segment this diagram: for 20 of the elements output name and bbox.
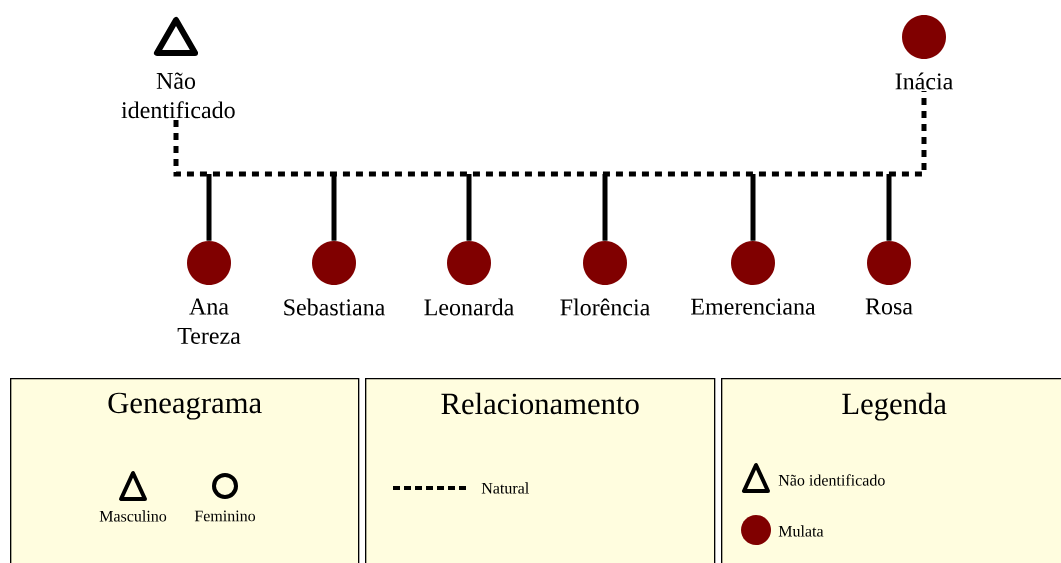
descent-line [466, 174, 472, 241]
person-name: Emerenciana [691, 298, 816, 315]
legend-label: Feminino [194, 510, 256, 522]
legend-label: Mulata [778, 525, 824, 537]
relationship-line [173, 91, 927, 177]
descent-line [750, 174, 756, 241]
person-name: Inácia [895, 72, 953, 90]
person-name: Florência [560, 298, 650, 316]
person-name: Sebastiana [284, 298, 385, 316]
person-name: Ana Tereza [177, 298, 241, 344]
person-name: Rosa [865, 298, 913, 315]
person-name: Leonarda [424, 298, 514, 316]
descent-line [331, 174, 337, 241]
person-name: Não identificado [121, 72, 235, 119]
legend-label: Masculino [99, 510, 167, 522]
descent-line [206, 174, 212, 241]
descent-line [602, 174, 608, 241]
legend-label: Natural [481, 482, 529, 494]
legend-label: Não identificado [778, 474, 885, 486]
descent-line [886, 174, 892, 241]
